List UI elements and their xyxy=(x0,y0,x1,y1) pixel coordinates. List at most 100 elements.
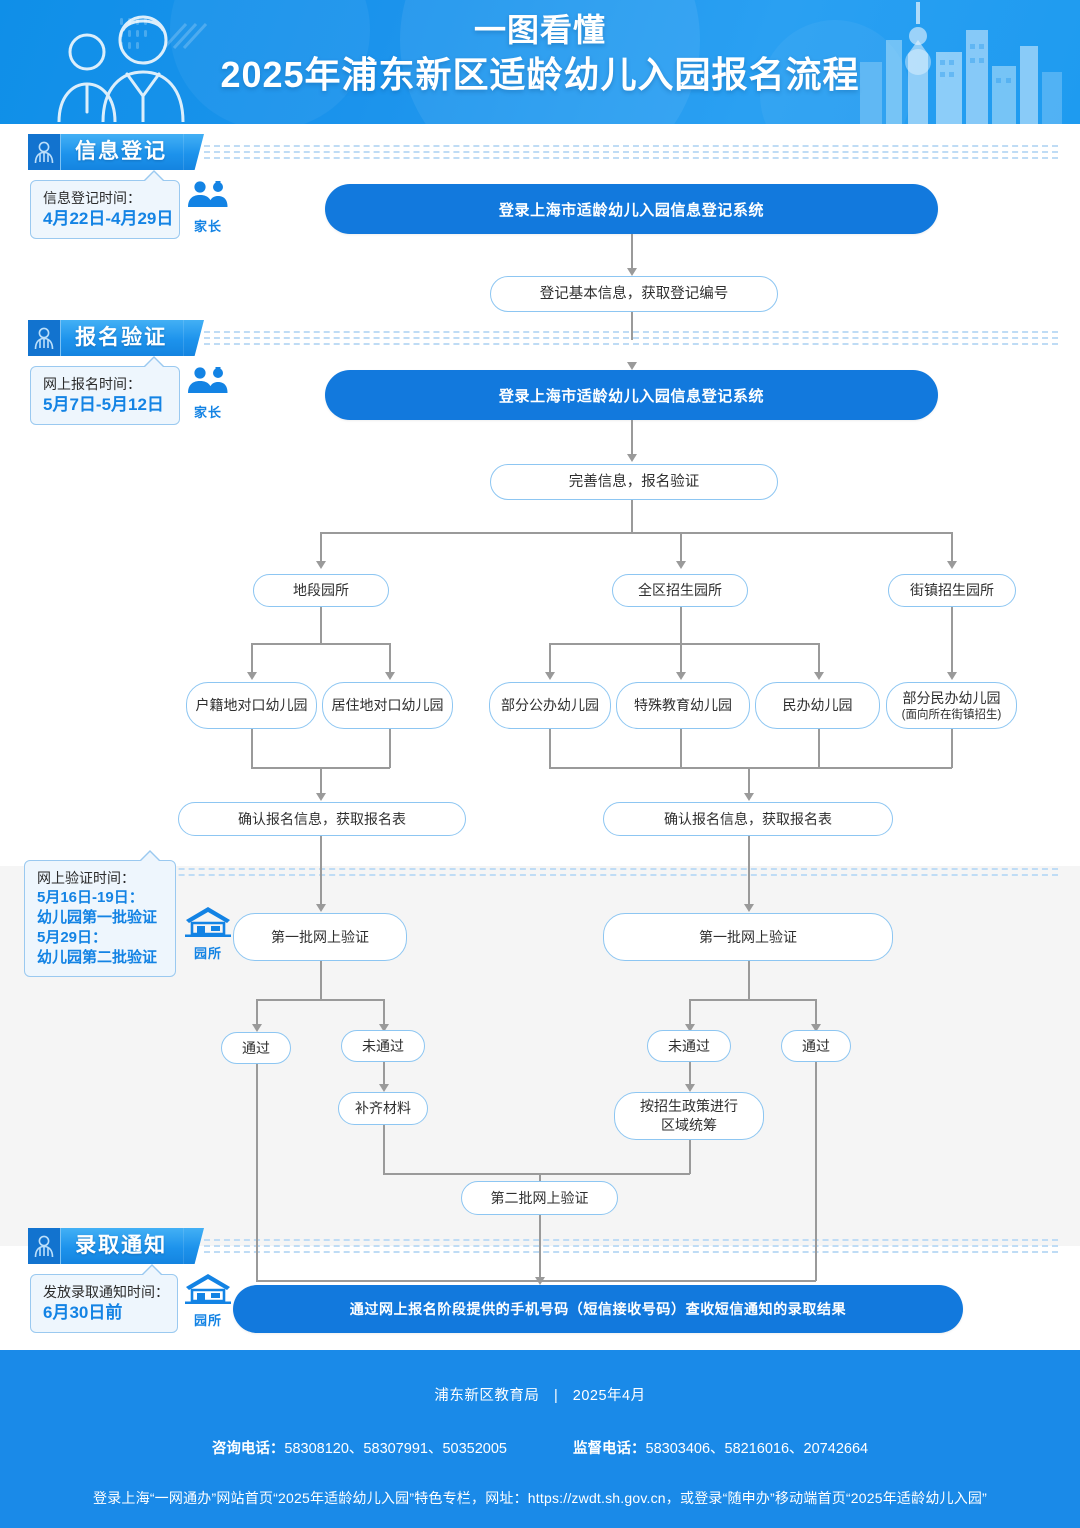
footer-divider: | xyxy=(553,1388,559,1404)
connector-v-complete-fan xyxy=(631,500,633,533)
connector-h-batch2-merge xyxy=(383,1173,690,1175)
node-batch2[interactable]: 第二批网上验证 xyxy=(461,1181,618,1215)
connector-v-district-down xyxy=(320,607,322,644)
connector-v-supplement-down xyxy=(383,1125,385,1174)
node-branch-town[interactable]: 街镇招生园所 xyxy=(888,574,1016,607)
parents-icon xyxy=(188,367,228,393)
node-fail-left[interactable]: 未通过 xyxy=(341,1030,425,1062)
connector-v-left-confirm xyxy=(320,767,322,797)
actor-parents-1: 家长 xyxy=(180,180,236,235)
actor-label: 家长 xyxy=(193,219,222,234)
node-final-notice[interactable]: 通过网上报名阶段提供的手机号码（短信接收号码）查收短信通知的录取结果 xyxy=(233,1285,963,1333)
connector-v-basicinfo-down xyxy=(631,312,633,340)
arrow-branch-citywide xyxy=(676,561,686,569)
node-fail-right[interactable]: 未通过 xyxy=(647,1030,731,1062)
section-divider-rule xyxy=(204,331,1058,345)
node-branch-district[interactable]: 地段园所 xyxy=(253,574,389,607)
connector-v-fail-left xyxy=(383,999,385,1027)
node-kg-public[interactable]: 部分公办幼儿园 xyxy=(489,682,611,729)
callout-info-registration-time: 信息登记时间： 4月22日-4月29日 xyxy=(30,170,180,239)
node-kg-special[interactable]: 特殊教育幼儿园 xyxy=(616,682,750,729)
node-supplement[interactable]: 补齐材料 xyxy=(338,1092,428,1125)
node-login-system-2[interactable]: 登录上海市适龄幼儿入园信息登记系统 xyxy=(325,370,938,420)
node-branch-citywide[interactable]: 全区招生园所 xyxy=(612,574,748,607)
arrow-login2 xyxy=(627,362,637,370)
connector-h-branch-bus xyxy=(320,532,952,534)
connector-v-branch-citywide xyxy=(680,532,682,564)
node-complete-info[interactable]: 完善信息，报名验证 xyxy=(490,464,778,500)
connector-v-kg-household xyxy=(251,643,253,675)
connector-v-kg-residence xyxy=(389,643,391,675)
page-footer: 浦东新区教育局 | 2025年4月 咨询电话：58308120、58307991… xyxy=(0,1350,1080,1528)
arrow-kg-special xyxy=(676,672,686,680)
connector-v-fail-right xyxy=(689,999,691,1027)
connector-h-right-merge xyxy=(549,767,952,769)
connector-v-login2-complete xyxy=(631,420,633,458)
connector-h-batch1right-split xyxy=(689,999,816,1001)
node-kg-private-town-note: (面向所在街镇招生) xyxy=(901,708,1002,721)
section-divider-rule xyxy=(28,868,1058,880)
connector-v-branch-town xyxy=(951,532,953,564)
node-kg-household[interactable]: 户籍地对口幼儿园 xyxy=(186,682,317,729)
connector-v-branch-district xyxy=(320,532,322,564)
connector-v-town-down xyxy=(951,607,953,675)
school-icon xyxy=(185,1274,231,1304)
connector-v-confirmleft-batch1 xyxy=(320,836,322,908)
node-kg-private-town[interactable]: 部分民办幼儿园 (面向所在街镇招生) xyxy=(886,682,1017,729)
section-tab-admission-notice[interactable]: 录取通知 xyxy=(28,1228,204,1264)
connector-v-public-down xyxy=(549,729,551,768)
arrow-batch1-right xyxy=(744,904,754,912)
callout-date: 5月7日-5月12日 xyxy=(43,395,164,414)
callout-date-line-4: 幼儿园第二批验证 xyxy=(37,949,158,966)
connector-v-citywide-down xyxy=(680,607,682,644)
section-tab-label: 信息登记 xyxy=(61,134,184,170)
callout-date: 4月22日-4月29日 xyxy=(43,209,174,228)
connector-v-coordinate-down xyxy=(689,1140,691,1174)
node-kg-residence[interactable]: 居住地对口幼儿园 xyxy=(322,682,453,729)
connector-v-private-down xyxy=(818,729,820,768)
section-tab-application-verification[interactable]: 报名验证 xyxy=(28,320,204,356)
node-batch1-right[interactable]: 第一批网上验证 xyxy=(603,913,893,961)
node-coordinate-line-2: 区域统筹 xyxy=(661,1117,717,1133)
footer-supervise-label: 监督电话： xyxy=(573,1441,646,1457)
footer-org-line: 浦东新区教育局 | 2025年4月 xyxy=(0,1350,1080,1405)
connector-v-batch1left-down xyxy=(320,961,322,1000)
connector-v-pass-left xyxy=(256,999,258,1027)
footer-phones: 咨询电话：58308120、58307991、50352005 监督电话：583… xyxy=(0,1437,1080,1458)
node-confirm-left[interactable]: 确认报名信息，获取报名表 xyxy=(178,802,466,836)
footer-org: 浦东新区教育局 xyxy=(434,1388,540,1404)
person-icon xyxy=(28,320,62,356)
callout-admission-notice-time: 发放录取通知时间： 6月30日前 xyxy=(30,1264,178,1333)
callout-date-line-1: 5月16日-19日： xyxy=(37,889,144,906)
header-people-illustration xyxy=(57,15,185,122)
arrow-confirm-left xyxy=(316,793,326,801)
footer-consult-label: 咨询电话： xyxy=(211,1441,285,1457)
node-basic-info[interactable]: 登记基本信息，获取登记编号 xyxy=(490,276,778,312)
node-pass-left[interactable]: 通过 xyxy=(221,1032,291,1064)
connector-v-passright-rail xyxy=(815,1062,817,1281)
callout-label: 信息登记时间： xyxy=(43,190,141,206)
connector-v-login1-basicinfo xyxy=(631,234,633,272)
arrow-kg-private xyxy=(814,672,824,680)
node-batch1-left[interactable]: 第一批网上验证 xyxy=(233,913,407,961)
connector-v-batch1right-down xyxy=(748,961,750,1000)
header-skyline-illustration xyxy=(860,2,1062,124)
section-tab-info-registration[interactable]: 信息登记 xyxy=(28,134,204,170)
footer-date: 2025年4月 xyxy=(572,1388,646,1404)
node-confirm-right[interactable]: 确认报名信息，获取报名表 xyxy=(603,802,893,836)
arrow-basicinfo xyxy=(627,268,637,276)
footer-consult-numbers: 58308120、58307991、50352005 xyxy=(284,1441,507,1457)
school-icon xyxy=(185,907,231,937)
node-coordinate[interactable]: 按招生政策进行 区域统筹 xyxy=(614,1092,764,1140)
section-tab-label: 录取通知 xyxy=(61,1228,184,1264)
node-kg-private[interactable]: 民办幼儿园 xyxy=(755,682,880,729)
connector-v-batch2-final xyxy=(539,1215,541,1281)
node-login-system-1[interactable]: 登录上海市适龄幼儿入园信息登记系统 xyxy=(325,184,938,234)
actor-label: 家长 xyxy=(193,405,222,420)
title-line-2: 2025年浦东新区适龄幼儿入园报名流程 xyxy=(220,54,860,95)
node-pass-right[interactable]: 通过 xyxy=(781,1030,851,1062)
arrow-branch-district xyxy=(316,561,326,569)
connector-v-kg-public xyxy=(549,643,551,675)
arrow-supplement xyxy=(379,1084,389,1092)
